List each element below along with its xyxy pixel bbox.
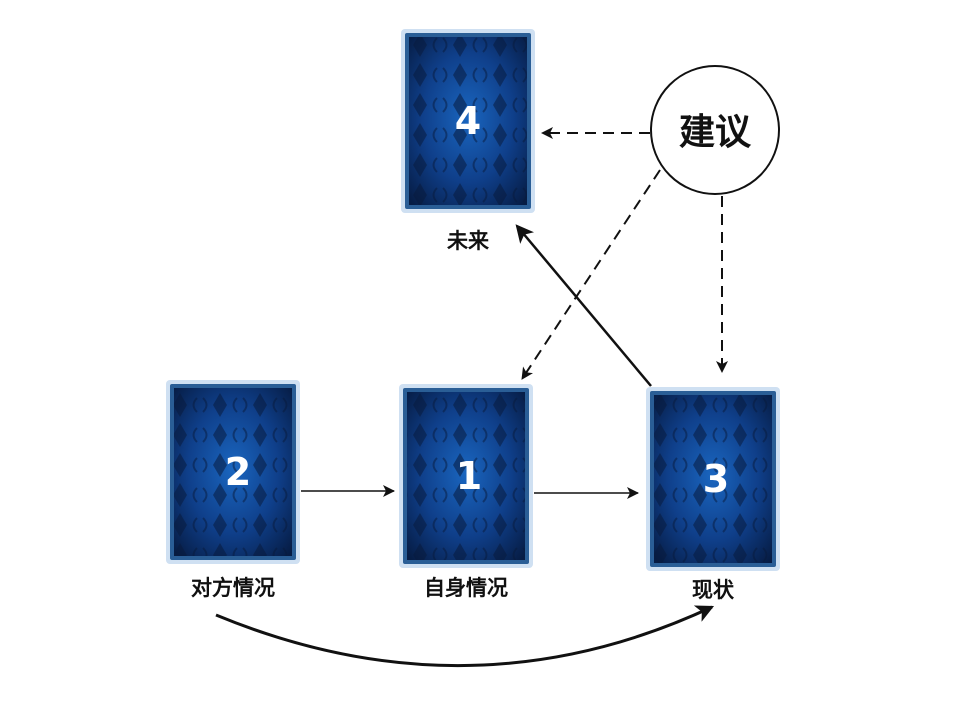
arrow-status-to-future — [515, 224, 652, 387]
card-status-number: 3 — [703, 457, 729, 501]
card-other: 2 — [166, 380, 300, 564]
card-future-pattern — [409, 37, 527, 205]
advice-label: 建议 — [679, 112, 752, 153]
advice-node: 建议 — [650, 65, 780, 195]
card-self: 1 — [399, 384, 533, 568]
card-status-pattern — [654, 395, 772, 563]
arrow-advice-to-self — [521, 169, 661, 380]
card-self-number: 1 — [456, 454, 482, 498]
card-future-label: 未来 — [447, 229, 490, 253]
advice-circle — [650, 65, 780, 195]
card-future-number: 4 — [455, 99, 481, 143]
card-self-label: 自身情况 — [424, 576, 508, 600]
card-status: 3 — [646, 387, 780, 571]
card-other-pattern — [174, 388, 292, 556]
card-other-number: 2 — [225, 450, 251, 494]
arrow-other-to-status-curve — [215, 605, 715, 668]
card-future: 4 — [401, 29, 535, 213]
card-status-label: 现状 — [692, 578, 735, 602]
card-other-label: 对方情况 — [191, 576, 275, 600]
card-self-pattern — [407, 392, 525, 560]
